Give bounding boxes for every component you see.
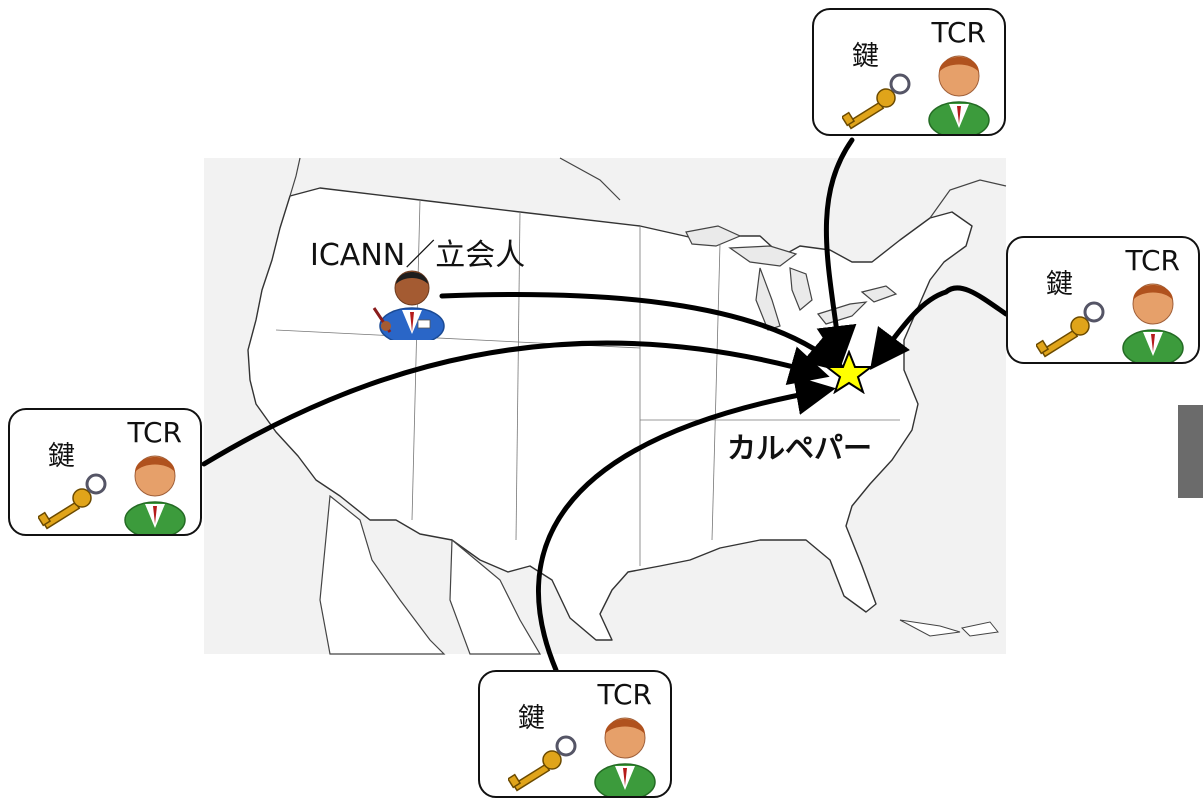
tcr-label: TCR (127, 416, 182, 449)
key-label: 鍵 (518, 703, 545, 734)
witness-label: ICANN／立会人 (310, 238, 526, 273)
tcr-label: TCR (931, 16, 986, 49)
person-icon (124, 455, 186, 534)
person-icon (594, 717, 656, 796)
tcr-card-north: TCR 鍵 (812, 8, 1006, 136)
side-tab (1178, 405, 1203, 498)
star-icon (826, 350, 872, 394)
tcr-label: TCR (1125, 244, 1180, 277)
key-label: 鍵 (852, 41, 879, 72)
key-label: 鍵 (48, 441, 75, 472)
person-icon (1122, 283, 1184, 362)
tcr-label: TCR (597, 678, 652, 711)
key-icon (508, 735, 577, 792)
key-icon (842, 73, 911, 130)
tcr-card-east: TCR 鍵 (1006, 236, 1200, 364)
key-label: 鍵 (1046, 269, 1073, 300)
destination-label: カルペパー (727, 431, 873, 465)
arrow-south (536, 375, 836, 673)
witness-person-icon (372, 270, 445, 340)
arrow-witness (439, 292, 846, 373)
key-icon (1036, 301, 1105, 358)
arrow-north (816, 137, 857, 366)
arrow-east (870, 285, 1009, 371)
person-icon (928, 55, 990, 134)
arrow-west (201, 340, 830, 467)
tcr-card-west: TCR 鍵 (8, 408, 202, 536)
key-icon (38, 473, 107, 530)
tcr-card-south: TCR 鍵 (478, 670, 672, 798)
